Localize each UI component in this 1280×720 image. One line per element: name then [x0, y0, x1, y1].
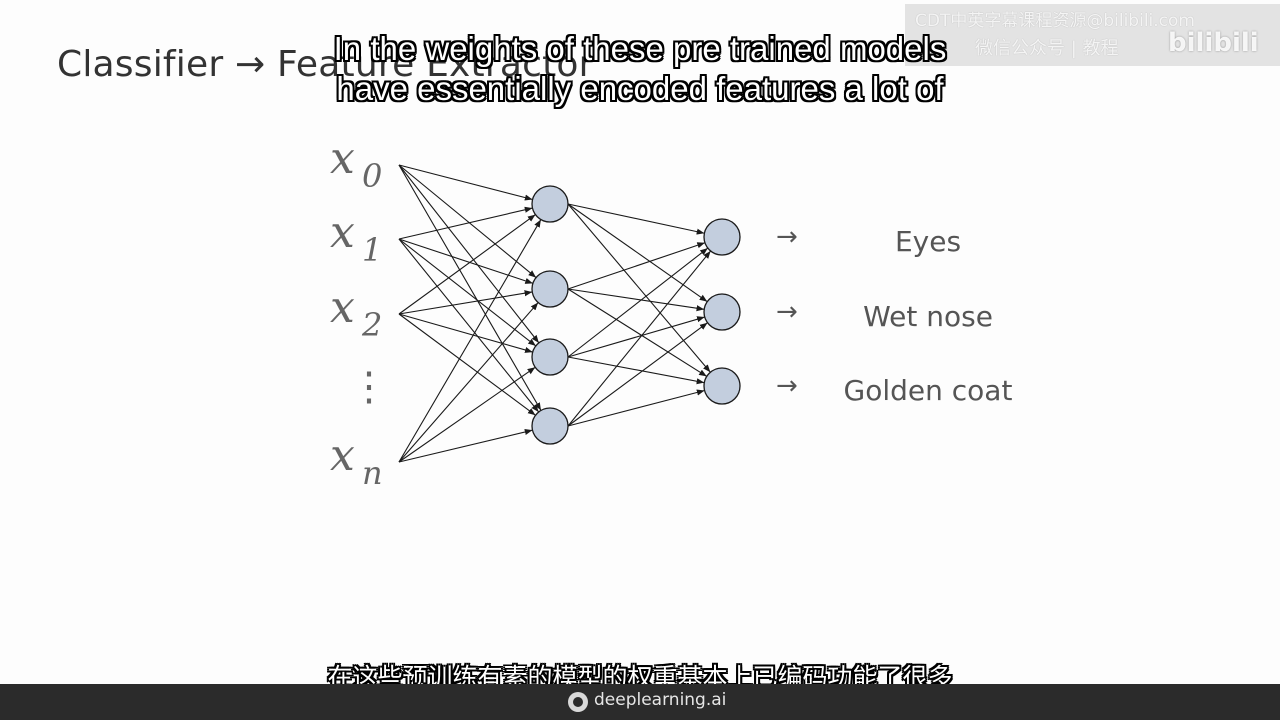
edge-hidden3-output2 [567, 389, 705, 427]
hidden-node-1 [531, 270, 569, 308]
edge-input3-hidden1 [398, 302, 539, 463]
footer-brand: deeplearning.ai [594, 690, 727, 710]
network-edges [398, 164, 712, 463]
input-subscript-1: 1 [362, 231, 382, 269]
edge-hidden2-output2 [567, 356, 705, 385]
input-label-0: x [330, 133, 355, 184]
edge-input0-hidden3 [398, 164, 542, 411]
edge-input2-hidden2 [398, 313, 533, 353]
input-label-1: x [330, 207, 355, 258]
edge-hidden1-output2 [567, 288, 708, 377]
edge-hidden3-output1 [567, 322, 708, 427]
edge-hidden0-output0 [567, 203, 705, 235]
slide-title: Classifier → Feature Extractor [57, 44, 594, 85]
input-subscript-0: 0 [362, 157, 382, 195]
edge-input2-hidden3 [398, 313, 536, 416]
edge-hidden3-output0 [567, 250, 712, 427]
edge-input3-hidden0 [398, 219, 542, 463]
hidden-node-0 [531, 185, 569, 223]
edge-hidden0-output2 [567, 203, 711, 373]
hidden-node-3 [531, 407, 569, 445]
edge-input0-hidden0 [398, 164, 533, 201]
output-node-0 [703, 218, 741, 256]
edge-input3-hidden2 [398, 366, 536, 463]
watermark-text: CDT中英字幕课程资源@bilibili.com [915, 11, 1195, 31]
edge-input0-hidden2 [398, 164, 540, 344]
output-label-0: Eyes [895, 225, 961, 258]
output-label-2: Golden coat [844, 374, 1013, 407]
subtitle-english-line1: In the weights of these pre trained mode… [333, 30, 947, 67]
deeplearning-logo-icon [568, 692, 588, 712]
hidden-node-2 [531, 338, 569, 376]
output-arrow-2: → [776, 371, 798, 401]
bilibili-logo: bilibili [1168, 28, 1259, 58]
subtitle-english-line2: have essentially encoded features a lot … [336, 70, 944, 107]
input-label-3: x [330, 430, 355, 481]
input-ellipsis: ⋮ [349, 364, 389, 410]
output-arrow-0: → [776, 222, 798, 252]
watermark-panel [905, 4, 1280, 66]
edge-input2-hidden0 [398, 214, 536, 315]
input-subscript-2: 2 [361, 306, 382, 344]
edge-hidden2-output1 [567, 316, 705, 358]
edge-input1-hidden2 [398, 238, 537, 347]
edge-input1-hidden1 [398, 238, 534, 284]
input-subscript-3: n [362, 454, 383, 492]
watermark-subtext: 微信公众号 | 教程 [975, 38, 1119, 59]
edge-hidden1-output1 [567, 288, 705, 312]
input-label-2: x [330, 282, 355, 333]
edge-input1-hidden3 [398, 238, 540, 413]
edge-input3-hidden3 [398, 428, 533, 463]
network-nodes [531, 185, 741, 445]
output-node-1 [703, 293, 741, 331]
edge-hidden2-output0 [567, 247, 709, 358]
edge-hidden0-output1 [567, 203, 708, 303]
footer-bar [0, 684, 1280, 720]
output-label-1: Wet nose [863, 300, 993, 333]
edge-input0-hidden1 [398, 164, 537, 279]
output-node-2 [703, 367, 741, 405]
edge-input1-hidden0 [398, 206, 533, 240]
output-arrow-1: → [776, 297, 798, 327]
edge-input2-hidden1 [398, 290, 533, 315]
edge-hidden1-output0 [567, 242, 706, 290]
